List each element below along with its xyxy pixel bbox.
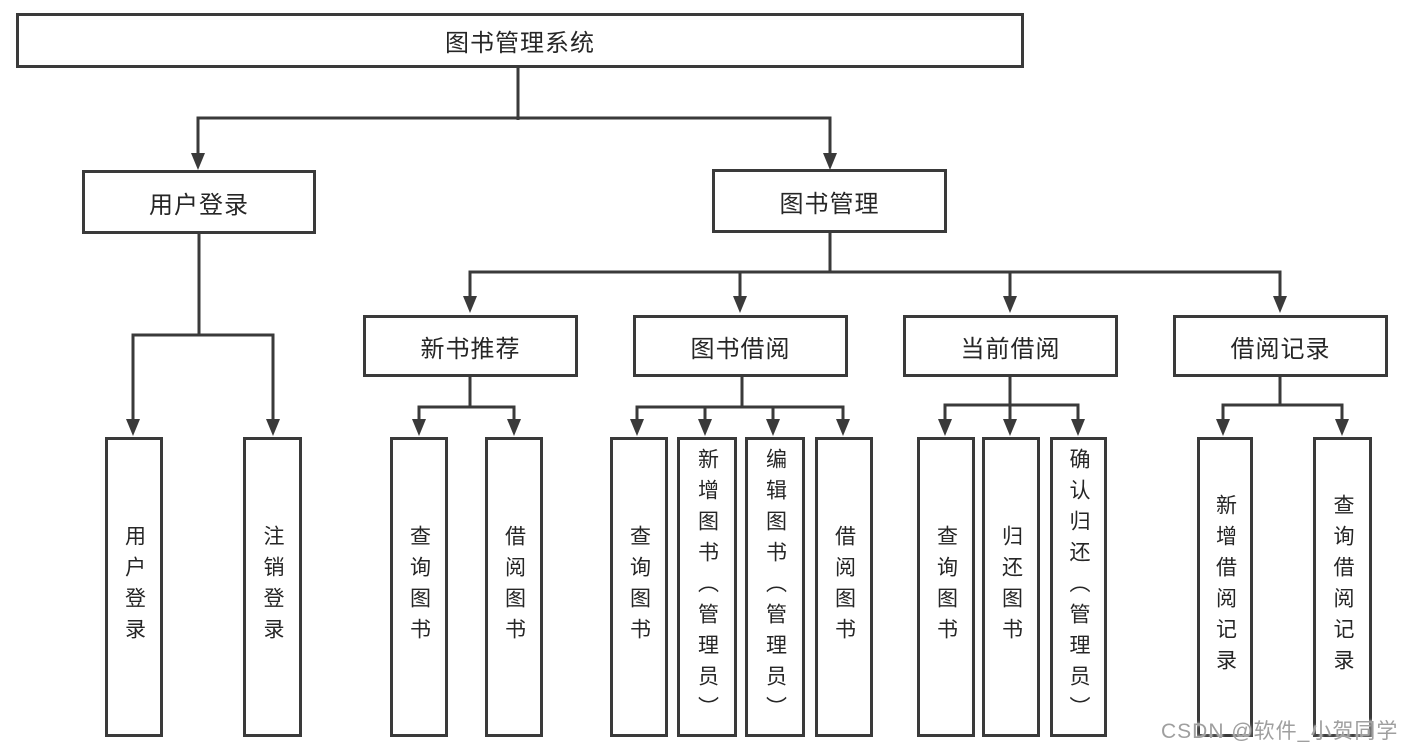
leaf-return-books: 归还图书 xyxy=(982,437,1040,737)
node-label: 归还图书 xyxy=(999,525,1023,649)
leaf-borrow-books-recommend: 借阅图书 xyxy=(485,437,543,737)
node-label: 查询图书 xyxy=(407,525,431,649)
node-label: 图书管理 xyxy=(779,190,880,218)
leaf-query-books-recommend: 查询图书 xyxy=(390,437,448,737)
node-label: 图书借阅 xyxy=(690,335,791,363)
node-label: 用户登录 xyxy=(149,191,249,219)
node-user-login: 用户登录 xyxy=(82,170,316,234)
node-label: 图书管理系统 xyxy=(445,30,595,57)
node-label: 当前借阅 xyxy=(960,335,1061,363)
node-book-borrowing: 图书借阅 xyxy=(633,315,848,377)
node-label: 用户登录 xyxy=(122,525,146,649)
node-book-management: 图书管理 xyxy=(712,169,947,233)
node-label: 查询借阅记录 xyxy=(1331,494,1354,680)
node-current-borrowing: 当前借阅 xyxy=(903,315,1118,377)
leaf-query-books-current: 查询图书 xyxy=(917,437,975,737)
leaf-add-borrow-record: 新增借阅记录 xyxy=(1197,437,1253,737)
node-label: 新增图书（管理员） xyxy=(695,447,719,727)
leaf-user-login: 用户登录 xyxy=(105,437,163,737)
node-label: 新增借阅记录 xyxy=(1213,494,1237,680)
leaf-add-book-admin: 新增图书（管理员） xyxy=(677,437,737,737)
node-label: 借阅图书 xyxy=(502,525,526,649)
leaf-query-borrow-record: 查询借阅记录 xyxy=(1313,437,1372,737)
node-label: 注销登录 xyxy=(261,525,284,649)
leaf-logout: 注销登录 xyxy=(243,437,302,737)
leaf-borrow-books-borrowing: 借阅图书 xyxy=(815,437,873,737)
node-new-book-recommendation: 新书推荐 xyxy=(363,315,578,377)
leaf-confirm-return-admin: 确认归还（管理员） xyxy=(1050,437,1107,737)
leaf-edit-book-admin: 编辑图书（管理员） xyxy=(745,437,805,737)
node-label: 查询图书 xyxy=(627,525,651,649)
node-label: 借阅记录 xyxy=(1230,335,1331,363)
node-borrowing-records: 借阅记录 xyxy=(1173,315,1388,377)
node-label: 新书推荐 xyxy=(420,335,521,363)
node-label: 借阅图书 xyxy=(832,525,856,649)
node-label: 编辑图书（管理员） xyxy=(763,447,787,727)
node-library-management-system: 图书管理系统 xyxy=(16,13,1024,68)
node-label: 查询图书 xyxy=(934,525,958,649)
node-label: 确认归还（管理员） xyxy=(1067,447,1090,727)
csdn-watermark: CSDN @软件_小贺同学 xyxy=(1161,720,1399,743)
leaf-query-books-borrowing: 查询图书 xyxy=(610,437,668,737)
